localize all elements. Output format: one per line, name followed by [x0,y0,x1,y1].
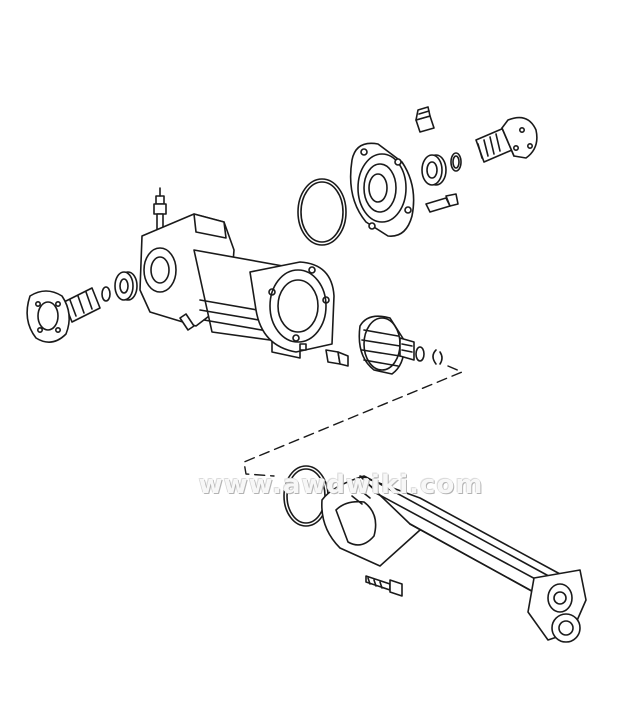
oil-seal-right [421,154,447,186]
clutch-drum [358,315,415,375]
drain-plug-left [325,349,349,367]
input-flange [26,287,101,343]
mounting-bolt [365,575,403,597]
assembly-link-line [243,365,463,477]
top-hex-bolt [425,193,459,213]
bearing-cover [349,142,415,237]
small-oring [450,152,462,172]
top-drain-plug [415,106,435,133]
washer [415,346,425,362]
snap-ring [432,349,443,365]
output-flange-right [475,116,538,163]
differential-housing [139,213,335,359]
large-oring-upper [297,178,347,246]
input-seal [101,271,138,302]
torque-arm-housing [321,475,587,643]
watermark-text: www.awdwiki.com [198,470,484,500]
